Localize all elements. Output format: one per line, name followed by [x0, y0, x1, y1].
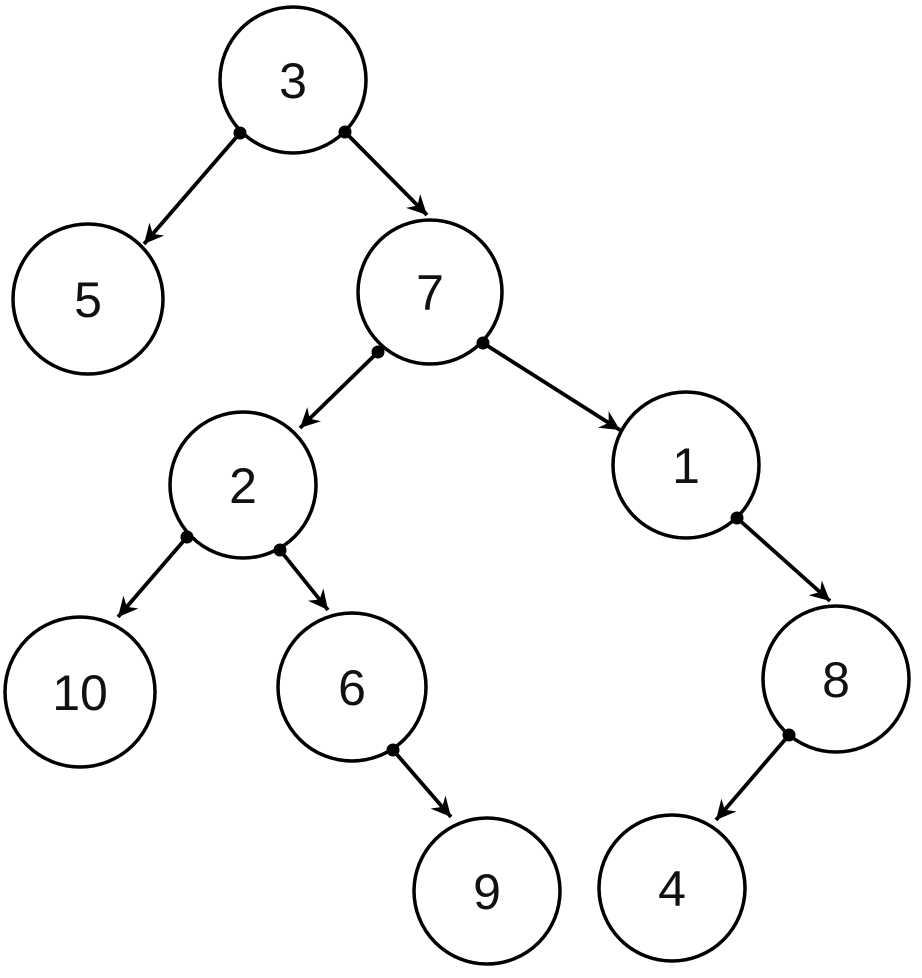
edge-1-8-right	[735, 516, 832, 603]
node-label-8: 8	[822, 652, 850, 708]
node-circle-2	[168, 410, 318, 560]
node-circle-8	[761, 604, 911, 754]
edge-2-6-right	[278, 548, 330, 612]
edge-origin-dot-2-10	[180, 530, 194, 544]
edge-origin-dot-8-4	[782, 728, 796, 742]
tree-node-7: 7	[356, 218, 504, 366]
edge-7-1-right	[481, 341, 622, 432]
edge-2-10-left	[116, 535, 189, 619]
tree-node-4: 4	[597, 813, 747, 963]
tree-node-6: 6	[276, 611, 428, 763]
node-label-7: 7	[416, 265, 444, 321]
edge-origin-dot-3-7	[338, 125, 352, 139]
node-label-4: 4	[658, 861, 686, 917]
node-label-2: 2	[229, 458, 257, 514]
node-circle-7	[356, 218, 504, 366]
edge-3-7-right	[343, 130, 429, 217]
node-circle-5	[11, 222, 165, 376]
edge-6-9-right	[391, 748, 453, 819]
tree-node-1: 1	[611, 390, 761, 540]
edge-origin-dot-1-8	[730, 511, 744, 525]
edge-origin-dot-7-1	[476, 336, 490, 350]
tree-node-8: 8	[761, 604, 911, 754]
tree-node-10: 10	[3, 615, 157, 769]
node-label-9: 9	[473, 864, 501, 920]
node-circle-9	[412, 816, 562, 966]
node-label-10: 10	[52, 665, 108, 721]
edge-origin-dot-2-6	[273, 543, 287, 557]
edge-origin-dot-3-5	[233, 126, 247, 140]
nodes-layer: 3 5 7 2 1 10 6 8 9 4	[3, 5, 911, 966]
node-circle-3	[218, 5, 368, 155]
edge-8-4-left	[714, 733, 791, 822]
tree-node-9: 9	[412, 816, 562, 966]
node-label-1: 1	[672, 438, 700, 494]
node-circle-10	[3, 615, 157, 769]
dots-layer	[180, 125, 796, 757]
node-label-5: 5	[74, 272, 102, 328]
edge-origin-dot-7-2	[371, 345, 385, 359]
edge-3-5-left	[142, 131, 242, 246]
edge-7-2-left	[298, 350, 380, 430]
node-circle-6	[276, 611, 428, 763]
tree-node-2: 2	[168, 410, 318, 560]
edge-origin-dot-6-9	[386, 743, 400, 757]
node-circle-1	[611, 390, 761, 540]
node-label-6: 6	[338, 660, 366, 716]
node-circle-4	[597, 813, 747, 963]
tree-node-5: 5	[11, 222, 165, 376]
edges-layer	[116, 130, 832, 822]
node-label-3: 3	[279, 53, 307, 109]
tree-node-3: 3	[218, 5, 368, 155]
